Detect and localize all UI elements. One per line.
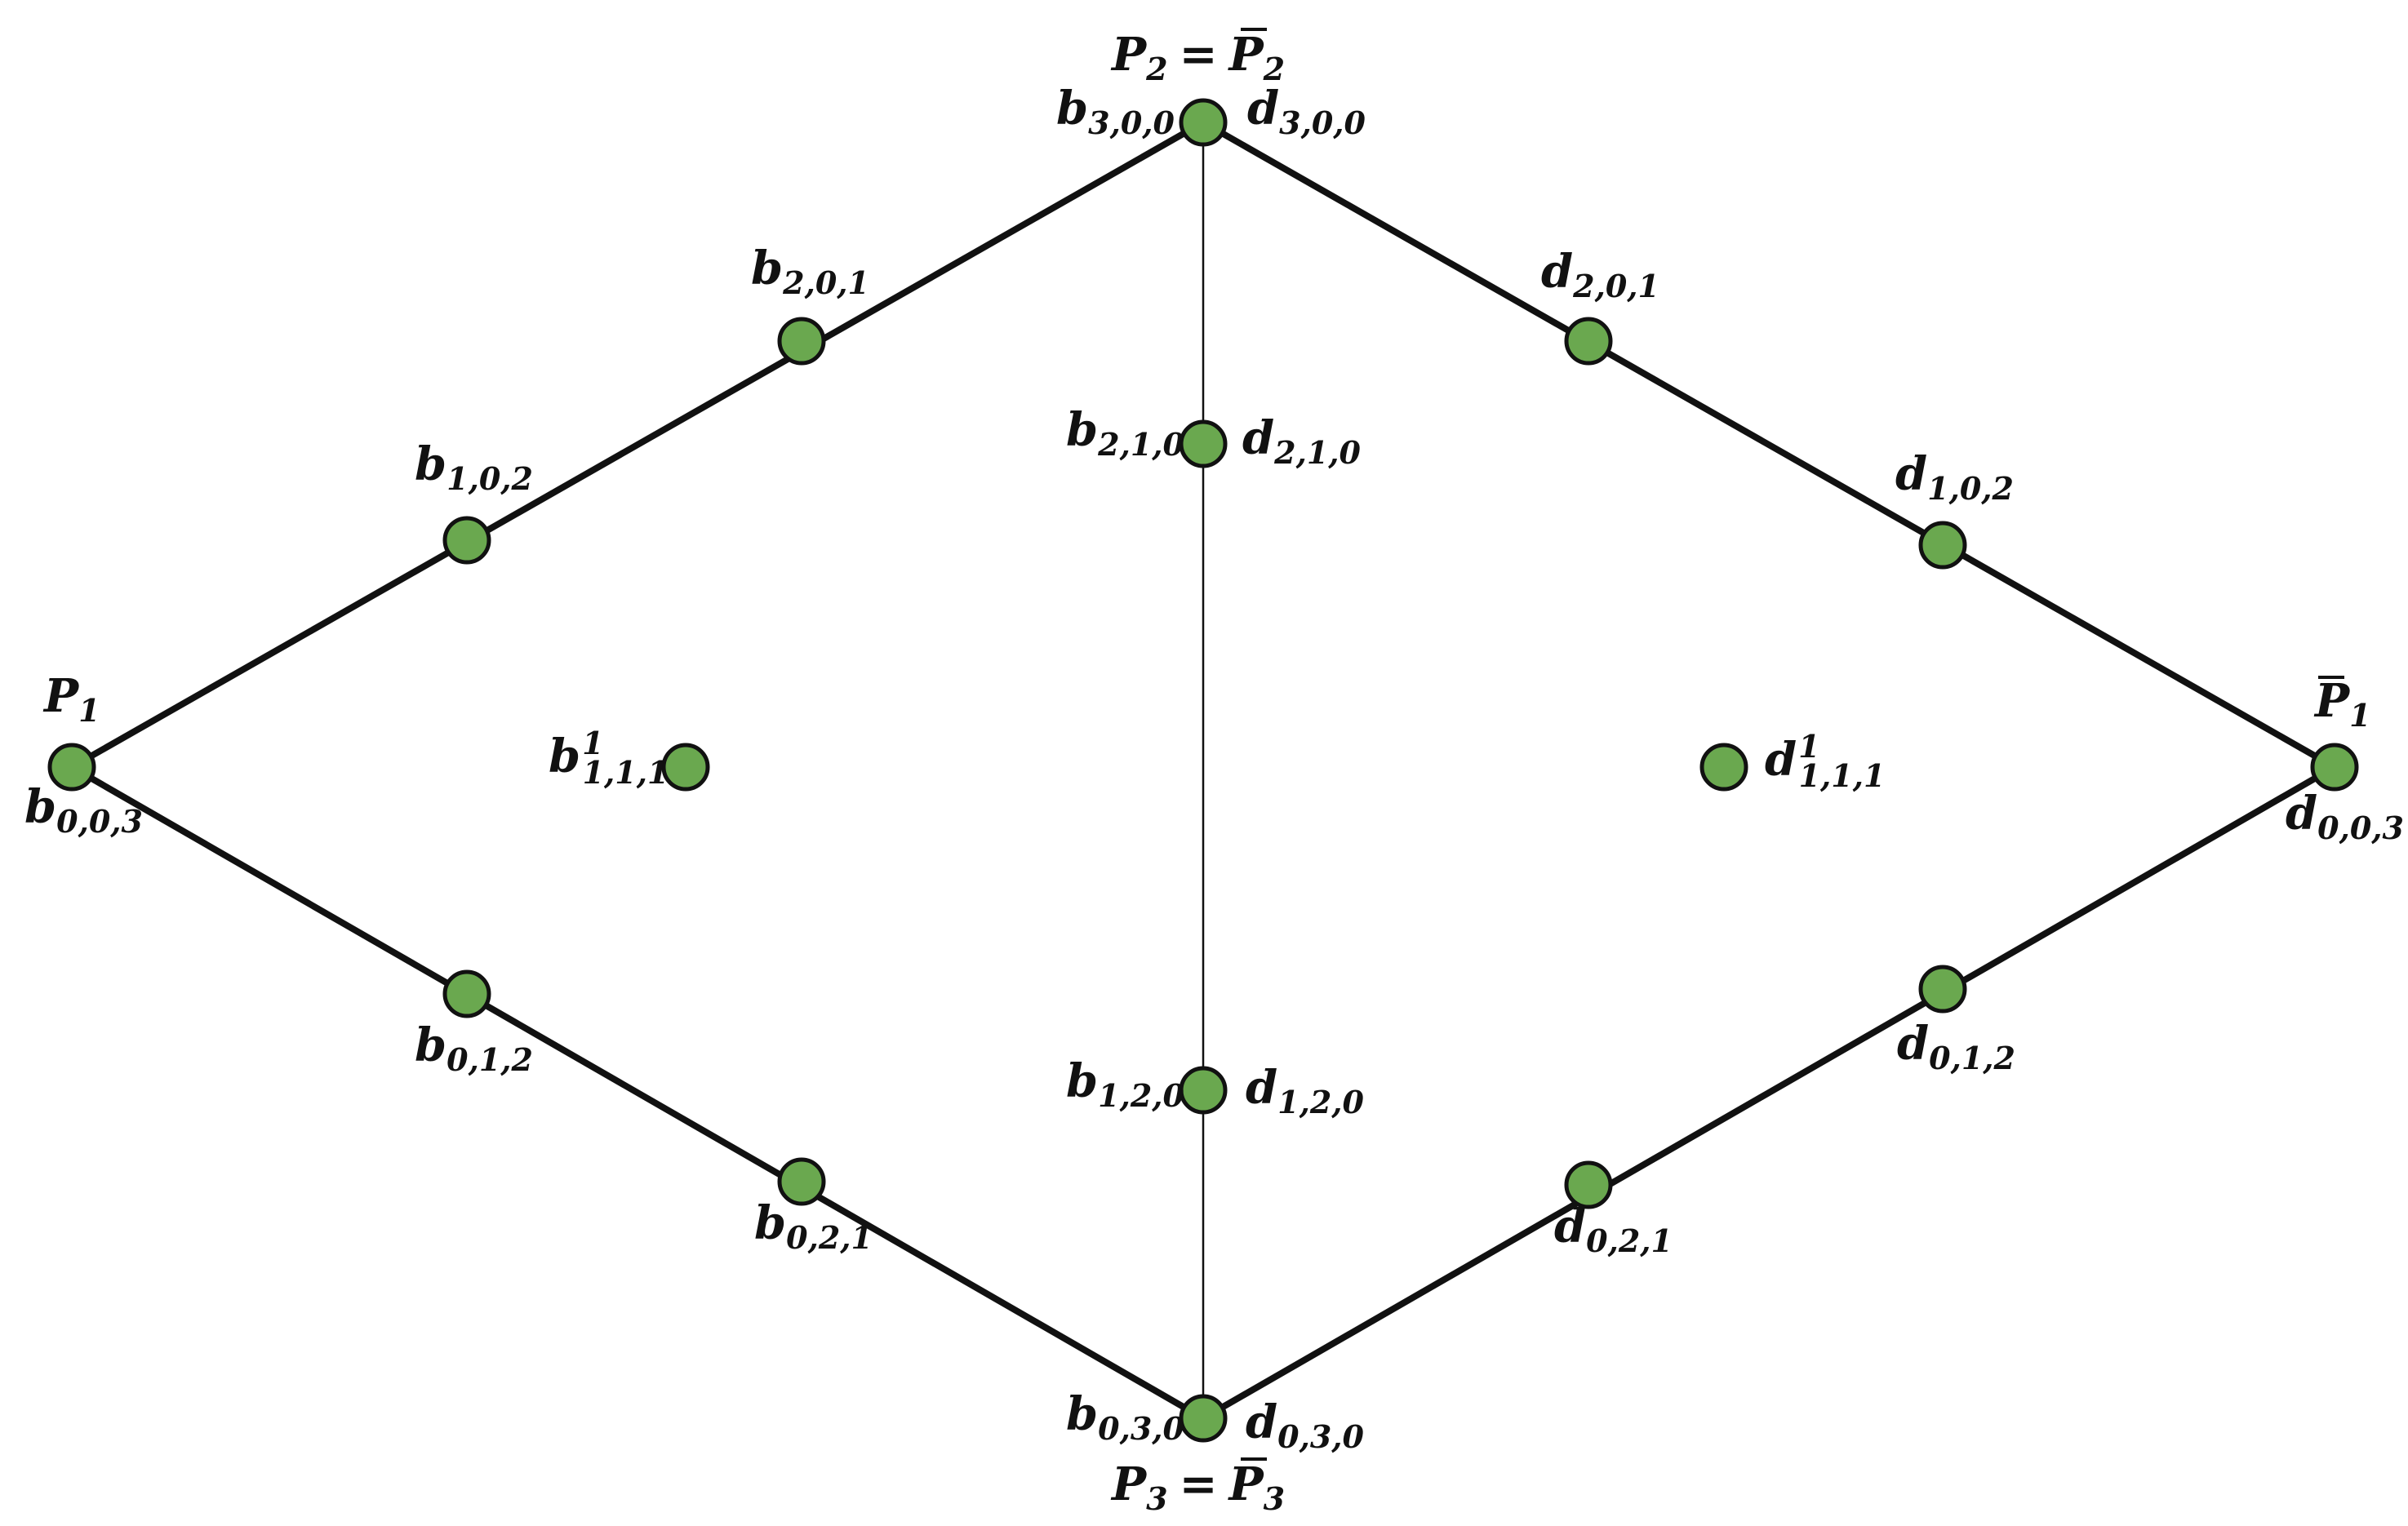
node-b210 <box>1179 419 1228 468</box>
label-d201: d2,0,1 <box>1541 245 1659 304</box>
label-b120: b1,2,0 <box>1066 1054 1184 1114</box>
left-lower-edge <box>70 764 1205 1422</box>
label-d210: d2,1,0 <box>1242 411 1361 471</box>
left-upper-edge <box>70 119 1205 770</box>
label-d030: d0,3,0 <box>1246 1395 1364 1455</box>
label-d012: d0,1,2 <box>1897 1017 2015 1076</box>
label-d300: d3,0,0 <box>1247 82 1366 141</box>
node-b300 <box>1179 98 1228 147</box>
label-p2: P2=P2 <box>1110 28 1285 87</box>
label-d120: d1,2,0 <box>1246 1061 1364 1120</box>
control-points <box>47 98 2359 1443</box>
node-d003 <box>2310 743 2359 792</box>
label-p3: P3=P3 <box>1110 1457 1285 1517</box>
patch-edges <box>70 119 2336 1422</box>
control-point-labels: b0,0,3 b1,0,2 b2,0,1 b3,0,0 d3,0,0 b2,1,… <box>24 82 2404 1455</box>
label-p1: P1 <box>42 669 100 729</box>
label-b003: b0,0,3 <box>24 780 143 840</box>
node-d021 <box>1564 1160 1613 1209</box>
label-d003: d0,0,3 <box>2286 787 2404 846</box>
node-b111 <box>661 743 710 792</box>
node-d012 <box>1918 965 1967 1014</box>
right-upper-edge <box>1202 119 2336 770</box>
node-b021 <box>777 1157 826 1206</box>
vertex-labels: P1 P1 P2=P2 P3=P3 <box>42 28 2371 1517</box>
label-d021: d0,2,1 <box>1554 1200 1673 1259</box>
label-b201: b2,0,1 <box>751 242 869 301</box>
node-b120 <box>1179 1066 1228 1115</box>
label-p1bar: P1 <box>2313 674 2371 734</box>
node-d201 <box>1564 317 1613 366</box>
node-b030 <box>1179 1394 1228 1443</box>
node-b012 <box>442 969 491 1018</box>
label-b021: b0,2,1 <box>754 1196 873 1256</box>
right-lower-edge <box>1202 764 2336 1422</box>
label-b300: b3,0,0 <box>1056 82 1175 141</box>
node-b003 <box>47 743 96 792</box>
node-d102 <box>1918 521 1967 570</box>
node-b201 <box>777 317 826 366</box>
node-d111 <box>1699 743 1748 792</box>
label-b210: b2,1,0 <box>1066 403 1184 463</box>
node-b102 <box>442 516 491 565</box>
label-b030: b0,3,0 <box>1066 1387 1184 1447</box>
label-b012: b0,1,2 <box>415 1018 533 1078</box>
label-b102: b1,0,2 <box>415 437 533 497</box>
label-d102: d1,0,2 <box>1895 447 2014 507</box>
